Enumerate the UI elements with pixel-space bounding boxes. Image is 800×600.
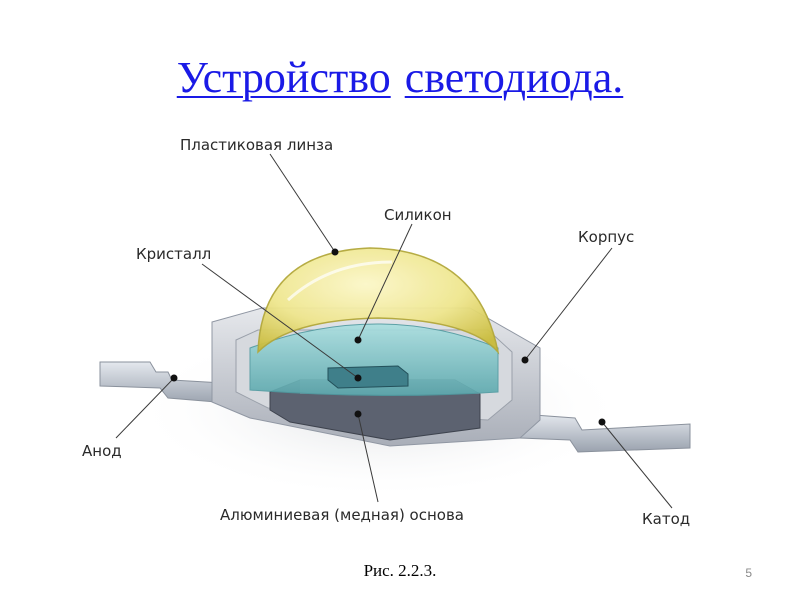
page-number: 5 (745, 566, 752, 580)
label-anode: Анод (82, 442, 122, 460)
label-silicone: Силикон (384, 206, 452, 224)
leader-silicone (357, 223, 413, 341)
figure-caption: Рис. 2.2.3. (363, 561, 437, 580)
dot-crystal (354, 374, 362, 382)
cathode-lead (519, 413, 691, 453)
label-crystal: Кристалл (136, 245, 211, 263)
label-lens: Пластиковая линза (180, 136, 333, 154)
leader-housing (524, 247, 613, 361)
dot-base (354, 410, 362, 418)
leader-crystal (201, 263, 359, 379)
leader-base (357, 413, 379, 503)
label-cathode: Катод (642, 510, 690, 528)
label-base: Алюминиевая (медная) основа (220, 506, 464, 524)
silicone (249, 323, 499, 397)
dot-cathode (598, 418, 606, 426)
leader-lens (269, 153, 336, 253)
leader-anode (115, 377, 175, 439)
lens-highlight (286, 260, 393, 302)
dot-housing (521, 356, 529, 364)
label-housing: Корпус (578, 228, 634, 246)
title-link-led[interactable]: светодиода. (404, 53, 624, 102)
slide-title: Устройство светодиода. (0, 52, 800, 104)
dot-silicone (354, 336, 362, 344)
title-link-device[interactable]: Устройство (176, 53, 391, 102)
dot-lens (331, 248, 339, 256)
plastic-lens (257, 247, 500, 355)
leader-cathode (601, 421, 673, 509)
dot-anode (170, 374, 178, 382)
crystal-chip (327, 365, 409, 389)
